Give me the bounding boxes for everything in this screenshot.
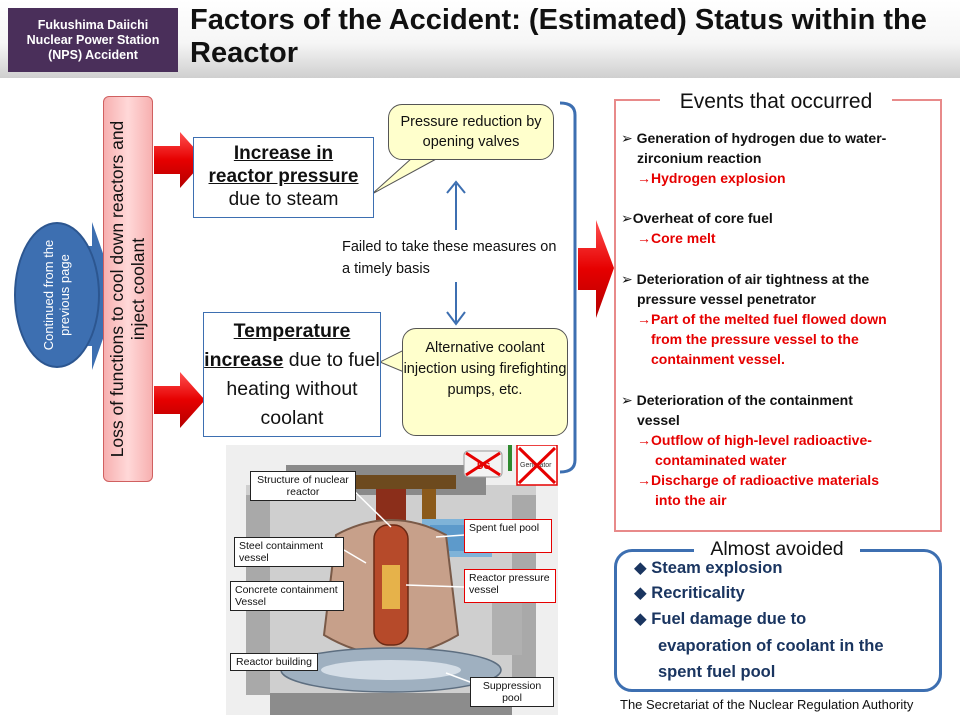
label-structure-of-reactor: Structure of nuclear reactor bbox=[250, 471, 356, 501]
label-steel-containment: Steel containment vessel bbox=[234, 537, 344, 567]
label-spent-fuel-pool: Spent fuel pool bbox=[464, 519, 552, 553]
event-item: ➢ Deterioration of air tightness at the … bbox=[621, 269, 887, 369]
avoided-box bbox=[614, 549, 942, 692]
generator-icon: Generator bbox=[516, 445, 558, 486]
page-title: Factors of the Accident: (Estimated) Sta… bbox=[190, 4, 927, 69]
chevron-bullet-icon: ➢ bbox=[621, 130, 637, 146]
event-item: ➢ Generation of hydrogen due to water- z… bbox=[621, 128, 886, 188]
events-box bbox=[614, 99, 942, 532]
avoided-item-text: Recriticality bbox=[651, 584, 745, 602]
avoided-item: ◆ Steam explosion bbox=[634, 556, 782, 581]
dg-icon: DG bbox=[463, 445, 512, 478]
avoided-item: ◆ Fuel damage due to bbox=[634, 607, 806, 632]
event-result: containment vessel. bbox=[651, 351, 785, 367]
loss-of-functions-bar: Loss of functions to cool down reactors … bbox=[103, 96, 153, 482]
bracket-icon bbox=[559, 101, 577, 474]
label-suppression-pool: Suppression pool bbox=[470, 677, 554, 707]
pressure-increase-heading: Increase in reactor pressure bbox=[208, 143, 359, 187]
event-cause: vessel bbox=[637, 412, 680, 428]
chevron-bullet-icon: ➢ bbox=[621, 392, 637, 408]
event-result: →Part of the melted fuel flowed down bbox=[637, 311, 887, 327]
bubble-tail bbox=[371, 157, 439, 195]
event-result: →Hydrogen explosion bbox=[637, 170, 786, 186]
header-label-line: Fukushima Daiichi bbox=[37, 17, 149, 32]
event-item: ➢ Deterioration of the containment vesse… bbox=[621, 390, 879, 510]
pressure-increase-cause: due to steam bbox=[228, 189, 339, 210]
footer-credit: The Secretariat of the Nuclear Regulatio… bbox=[620, 697, 914, 712]
diamond-bullet-icon: ◆ bbox=[634, 610, 652, 628]
event-result: →Core melt bbox=[637, 230, 716, 246]
label-pressure-vessel: Reactor pressure vessel bbox=[464, 569, 556, 603]
label-reactor-building: Reactor building bbox=[230, 653, 318, 671]
avoided-item-text: spent fuel pool bbox=[658, 663, 776, 681]
event-cause: Overheat of core fuel bbox=[632, 210, 773, 226]
avoided-item-text: evaporation of coolant in the bbox=[658, 637, 884, 655]
loss-of-functions-text: Loss of functions to cool down reactors … bbox=[107, 120, 148, 458]
event-cause: Generation of hydrogen due to water- bbox=[636, 130, 887, 146]
header-label-line: (NPS) Accident bbox=[48, 47, 138, 62]
avoided-title: Almost avoided bbox=[694, 537, 860, 561]
event-cause: pressure vessel penetrator bbox=[637, 291, 816, 307]
event-result: contaminated water bbox=[655, 452, 787, 468]
avoided-item-text: Fuel damage due to bbox=[651, 610, 807, 628]
header-label-line: Nuclear Power Station bbox=[26, 32, 160, 47]
arrow-updown-icon bbox=[446, 180, 466, 326]
arrow-right-icon bbox=[154, 132, 205, 188]
temperature-increase-heading: Temperature increase bbox=[204, 320, 351, 371]
continued-text: Continued from the previous page bbox=[41, 239, 72, 351]
event-result: from the pressure vessel to the bbox=[651, 331, 859, 347]
temperature-increase-cause: due to fuel heating without coolant bbox=[226, 349, 380, 429]
continued-badge: Continued from the previous page bbox=[14, 222, 100, 368]
chevron-bullet-icon: ➢ bbox=[621, 210, 633, 226]
avoided-item: ◆ Recriticality bbox=[634, 581, 745, 606]
label-concrete-containment: Concrete containment Vessel bbox=[230, 581, 344, 611]
alternative-coolant-bubble: Alternative coolant injection using fire… bbox=[402, 328, 568, 436]
failed-measures-text: Failed to take these measures on a timel… bbox=[342, 239, 557, 277]
temperature-increase-box: Temperature increase due to fuel heating… bbox=[203, 312, 381, 437]
pressure-increase-box: Increase in reactor pressure due to stea… bbox=[193, 137, 374, 218]
event-result: →Discharge of radioactive materials bbox=[637, 472, 879, 488]
event-result: →Outflow of high-level radioactive- bbox=[637, 432, 872, 448]
diamond-bullet-icon: ◆ bbox=[634, 584, 652, 602]
event-item: ➢Overheat of core fuel →Core melt bbox=[621, 208, 773, 248]
arrow-right-icon bbox=[154, 372, 205, 428]
event-result: into the air bbox=[655, 492, 727, 508]
event-cause: Deterioration of air tightness at the bbox=[636, 271, 870, 287]
chevron-bullet-icon: ➢ bbox=[621, 271, 637, 287]
pressure-reduction-bubble: Pressure reduction by opening valves bbox=[388, 104, 554, 160]
reactor-illustration: DG Generator Structure of nuclear reacto… bbox=[226, 445, 558, 715]
arrow-right-icon bbox=[578, 220, 614, 318]
avoided-item-text: Steam explosion bbox=[651, 559, 783, 577]
events-title: Events that occurred bbox=[660, 89, 892, 115]
event-cause: Deterioration of the containment bbox=[636, 392, 853, 408]
bubble-tail bbox=[378, 349, 405, 373]
diamond-bullet-icon: ◆ bbox=[634, 559, 652, 577]
header-label: Fukushima Daiichi Nuclear Power Station … bbox=[8, 8, 178, 72]
event-cause: zirconium reaction bbox=[637, 150, 762, 166]
